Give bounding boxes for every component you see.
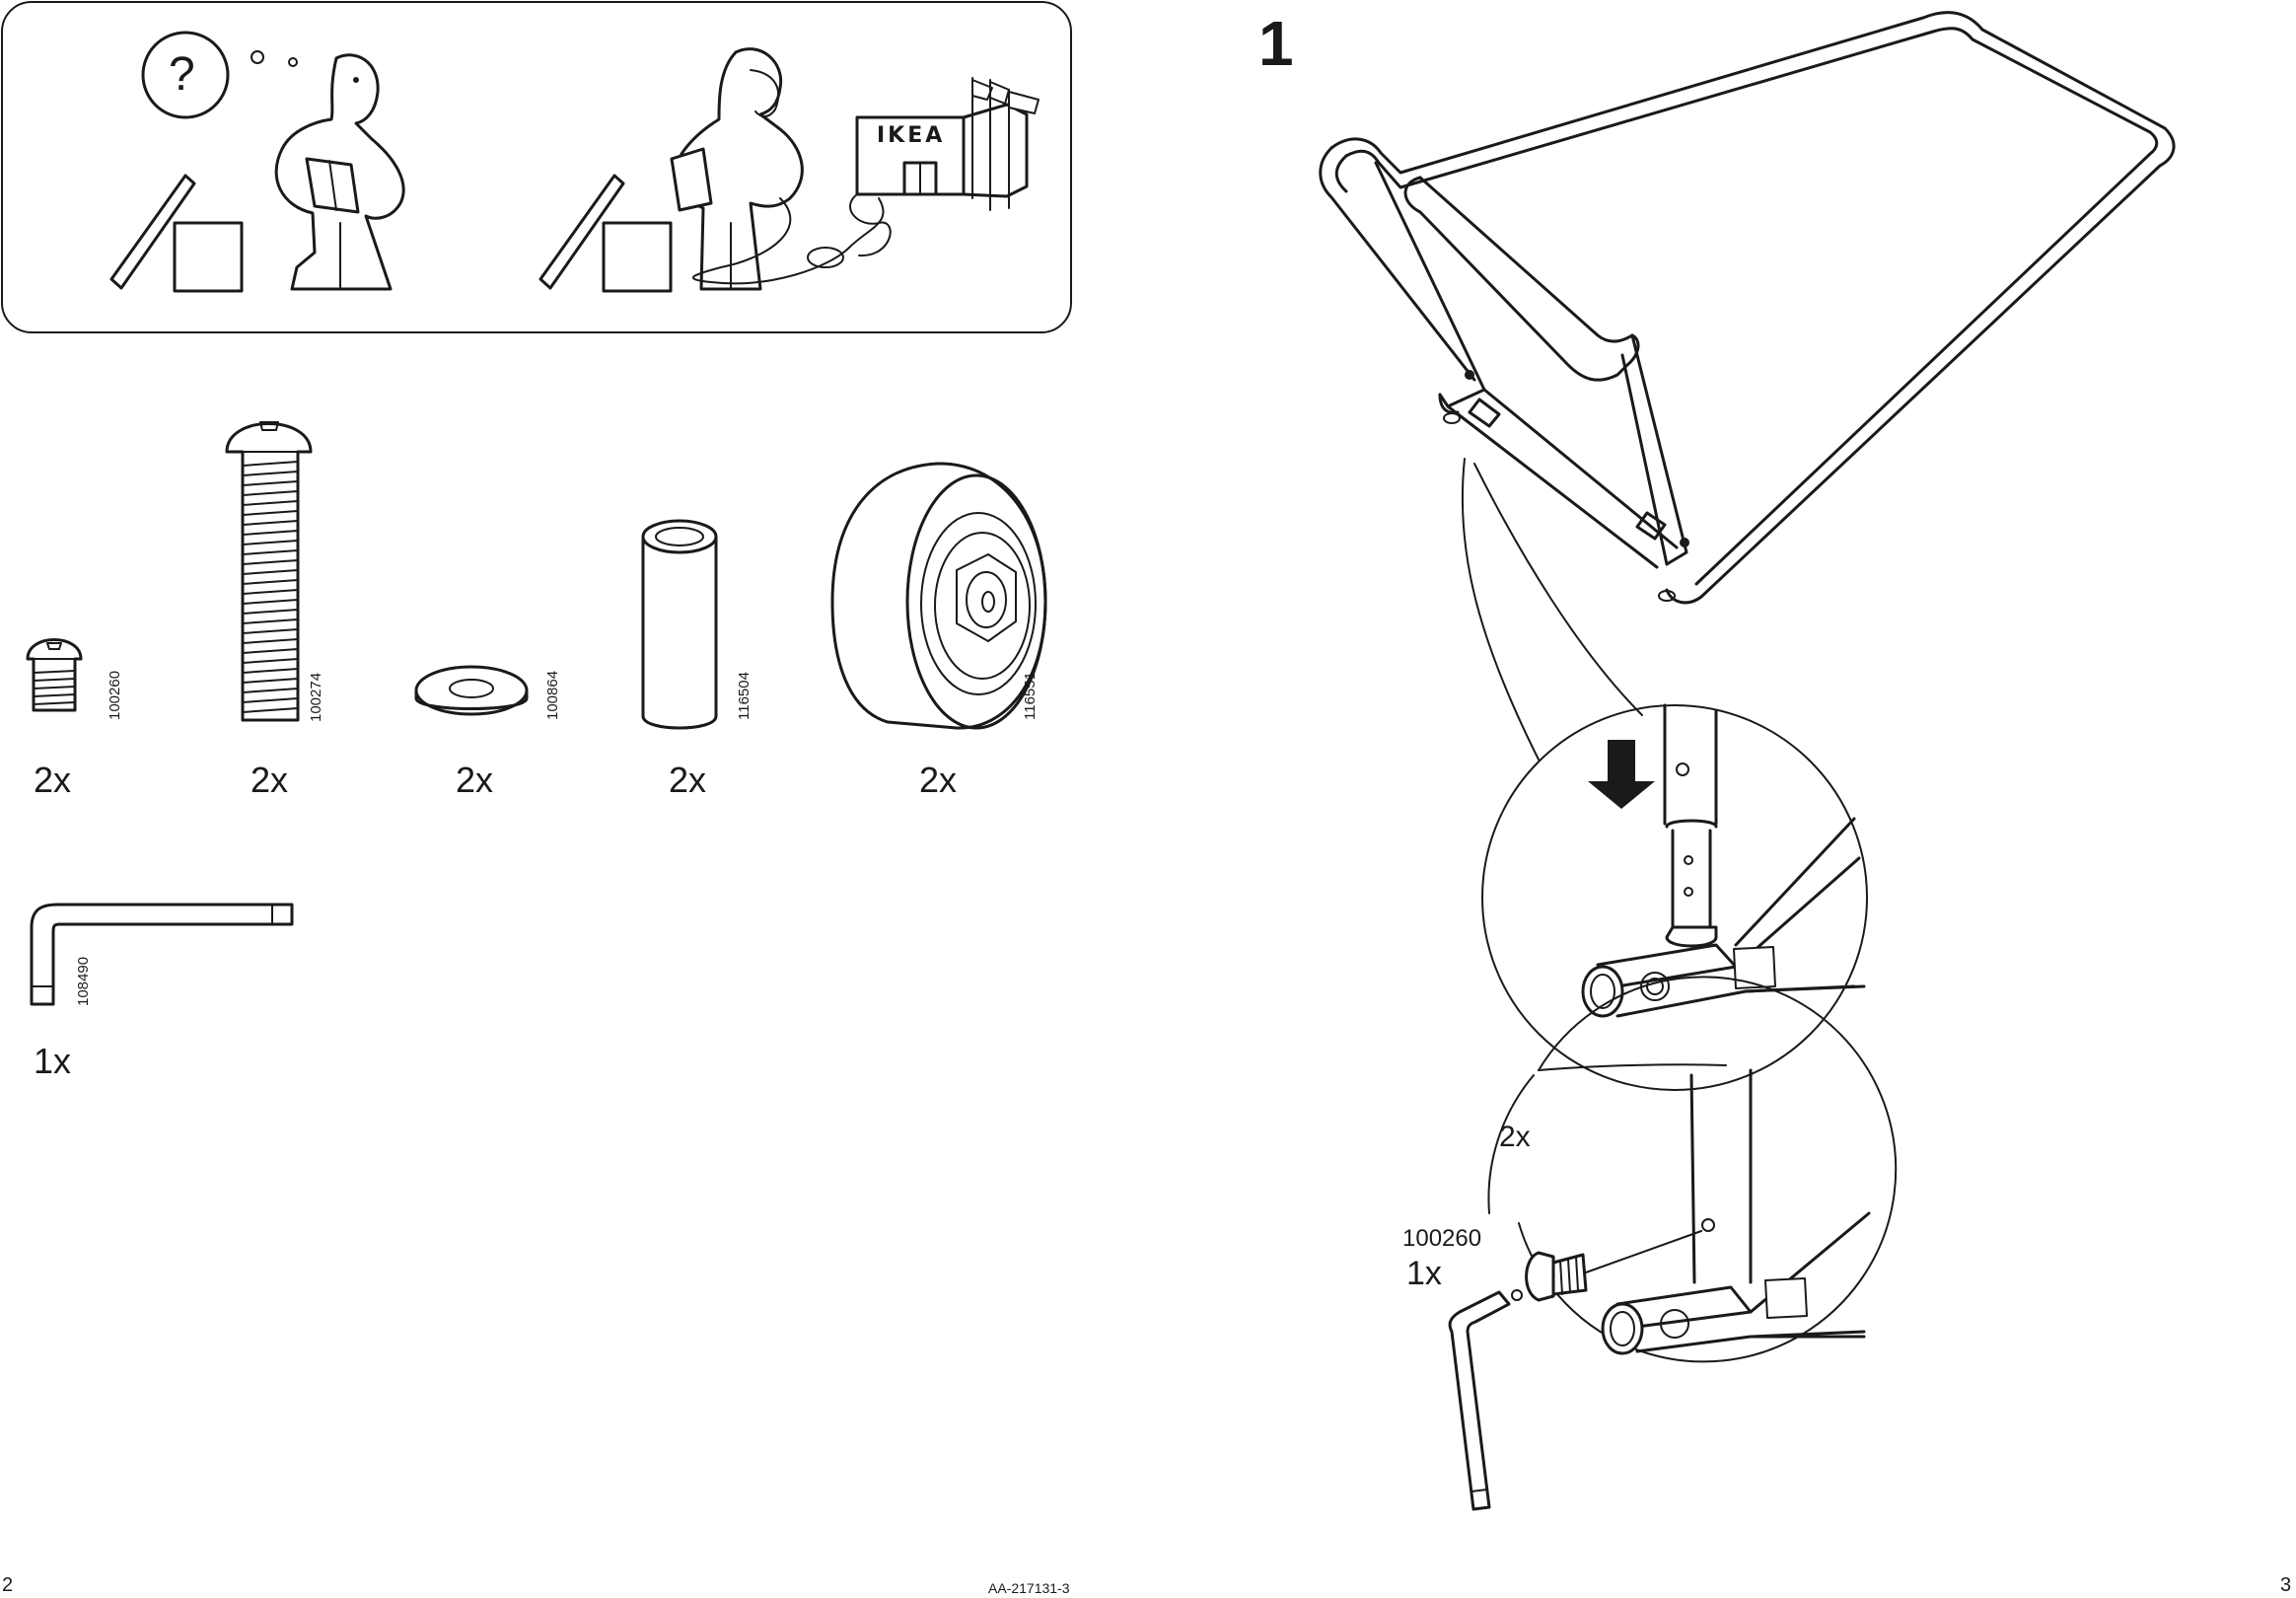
part-quantity: 1x — [34, 1041, 72, 1081]
part-bolt-long: 100274 2x — [217, 404, 335, 809]
store-icon — [849, 77, 1040, 257]
wheel-icon — [830, 462, 1047, 730]
long-bolt-icon — [225, 421, 313, 722]
detail-circle-fasten — [1448, 976, 1898, 1511]
part-quantity: 2x — [919, 760, 958, 800]
part-quantity: 2x — [669, 760, 707, 800]
bolt-count: 2x — [1499, 1121, 1531, 1153]
document-code: AA-217131-3 — [988, 1580, 1070, 1596]
part-washer: 100864 2x — [414, 651, 572, 809]
info-panel-illustration — [1, 1, 1072, 333]
spacer-tube-icon — [641, 519, 718, 730]
key-count: 1x — [1406, 1255, 1442, 1292]
info-panel: ? IKEA — [1, 1, 1072, 333]
step-number: 1 — [1258, 8, 1294, 79]
part-quantity: 2x — [251, 760, 289, 800]
store-sign: IKEA — [877, 123, 946, 148]
right-page-number: 3 — [2280, 1574, 2292, 1596]
question-bubble-icon — [141, 31, 230, 119]
reading-person-icon — [274, 53, 405, 291]
phoning-person-icon — [670, 47, 885, 291]
part-allen-key: 108490 1x — [20, 888, 316, 1085]
allen-key-icon — [30, 903, 294, 1006]
bolt-part-number: 100260 — [1402, 1225, 1482, 1252]
short-bolt-icon — [26, 638, 83, 712]
part-bolt-short: 100260 2x — [20, 612, 128, 809]
washer-icon — [414, 665, 529, 716]
part-spacer: 116504 2x — [631, 513, 769, 809]
part-quantity: 2x — [456, 760, 494, 800]
left-page-number: 2 — [2, 1574, 14, 1596]
question-mark: ? — [169, 48, 195, 101]
part-quantity: 2x — [34, 760, 72, 800]
detail-circle-insert — [1481, 703, 1868, 1091]
part-wheel: 116551 2x — [828, 454, 1055, 809]
down-arrow-icon — [1588, 740, 1655, 809]
